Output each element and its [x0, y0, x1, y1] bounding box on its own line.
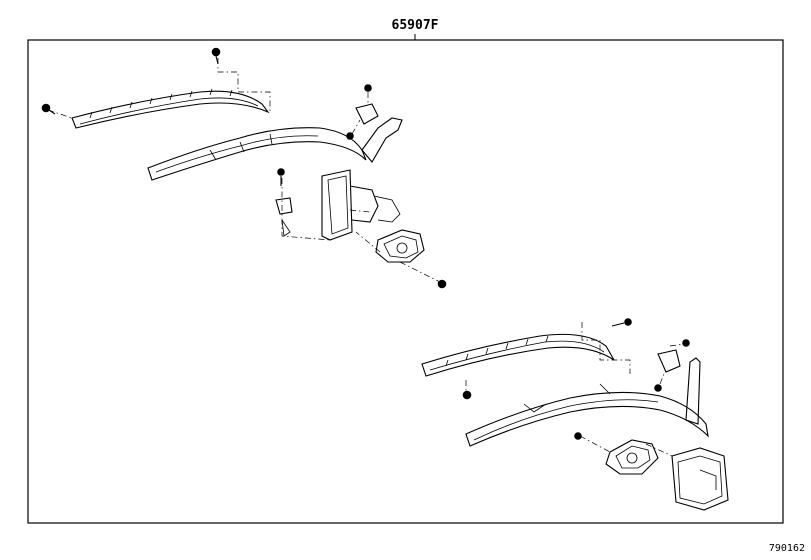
upper-bolt-2 — [41, 103, 56, 115]
lower-main-rail — [465, 391, 709, 447]
lower-bracket — [671, 447, 729, 511]
upper-rail-cover — [71, 90, 270, 129]
upper-pillar — [361, 117, 403, 163]
upper-clip — [355, 103, 379, 125]
diagram-id-label: 790162 — [768, 543, 805, 554]
upper-bolt-1 — [211, 47, 221, 65]
part-number-label: 65907F — [391, 18, 439, 33]
upper-small-clip — [275, 197, 293, 215]
lower-screw-3 — [574, 432, 582, 440]
upper-main-rail — [147, 127, 367, 181]
lower-screw-1 — [682, 339, 690, 347]
lower-latch-actuator — [605, 439, 659, 475]
lower-bolt-1 — [611, 318, 632, 327]
lower-pillar — [685, 357, 701, 425]
lower-assembly — [421, 318, 729, 511]
lower-bolt-2 — [462, 390, 472, 400]
upper-screw-1 — [364, 84, 372, 92]
upper-screw-2 — [346, 132, 354, 140]
upper-screw-3 — [277, 168, 285, 186]
lower-clip — [657, 349, 681, 373]
upper-bracket — [321, 169, 353, 241]
diagram-frame — [27, 39, 784, 524]
upper-assembly — [41, 47, 447, 289]
lower-screw-2 — [654, 384, 662, 392]
upper-latch-actuator — [375, 229, 425, 263]
upper-bolt-3 — [437, 279, 447, 289]
lower-rail-cover — [421, 333, 615, 377]
